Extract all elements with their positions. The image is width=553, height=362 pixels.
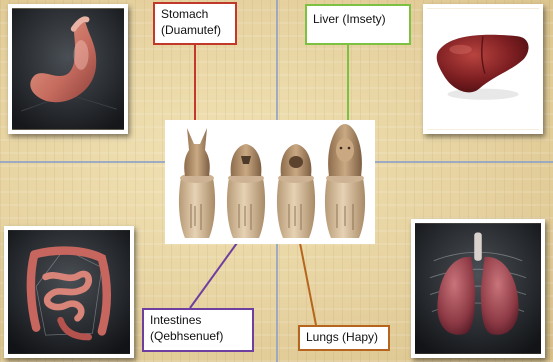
liver-image [423,4,543,134]
intestines-image [4,226,134,358]
stomach-label: Stomach (Duamutef) [153,2,237,45]
human-jar [325,124,365,238]
stomach-image [8,4,128,134]
lungs-image [411,219,545,358]
jackal-jar [179,128,215,238]
stomach-god: (Duamutef) [161,22,229,38]
baboon-jar [277,144,315,238]
intestines-label: Intestines (Qebhsenuef) [142,308,254,352]
stomach-name: Stomach [161,6,229,22]
lungs-connector [300,243,316,325]
canopic-jars-image [165,120,375,244]
lungs-label: Lungs (Hapy) [298,325,390,351]
lungs-name: Lungs (Hapy) [306,329,382,345]
falcon-jar [227,144,265,238]
intestines-god: (Qebhsenuef) [150,328,246,344]
liver-label: Liver (Imsety) [305,4,411,45]
intestines-connector [190,243,237,308]
liver-name: Liver (Imsety) [313,11,403,27]
intestines-name: Intestines [150,312,246,328]
